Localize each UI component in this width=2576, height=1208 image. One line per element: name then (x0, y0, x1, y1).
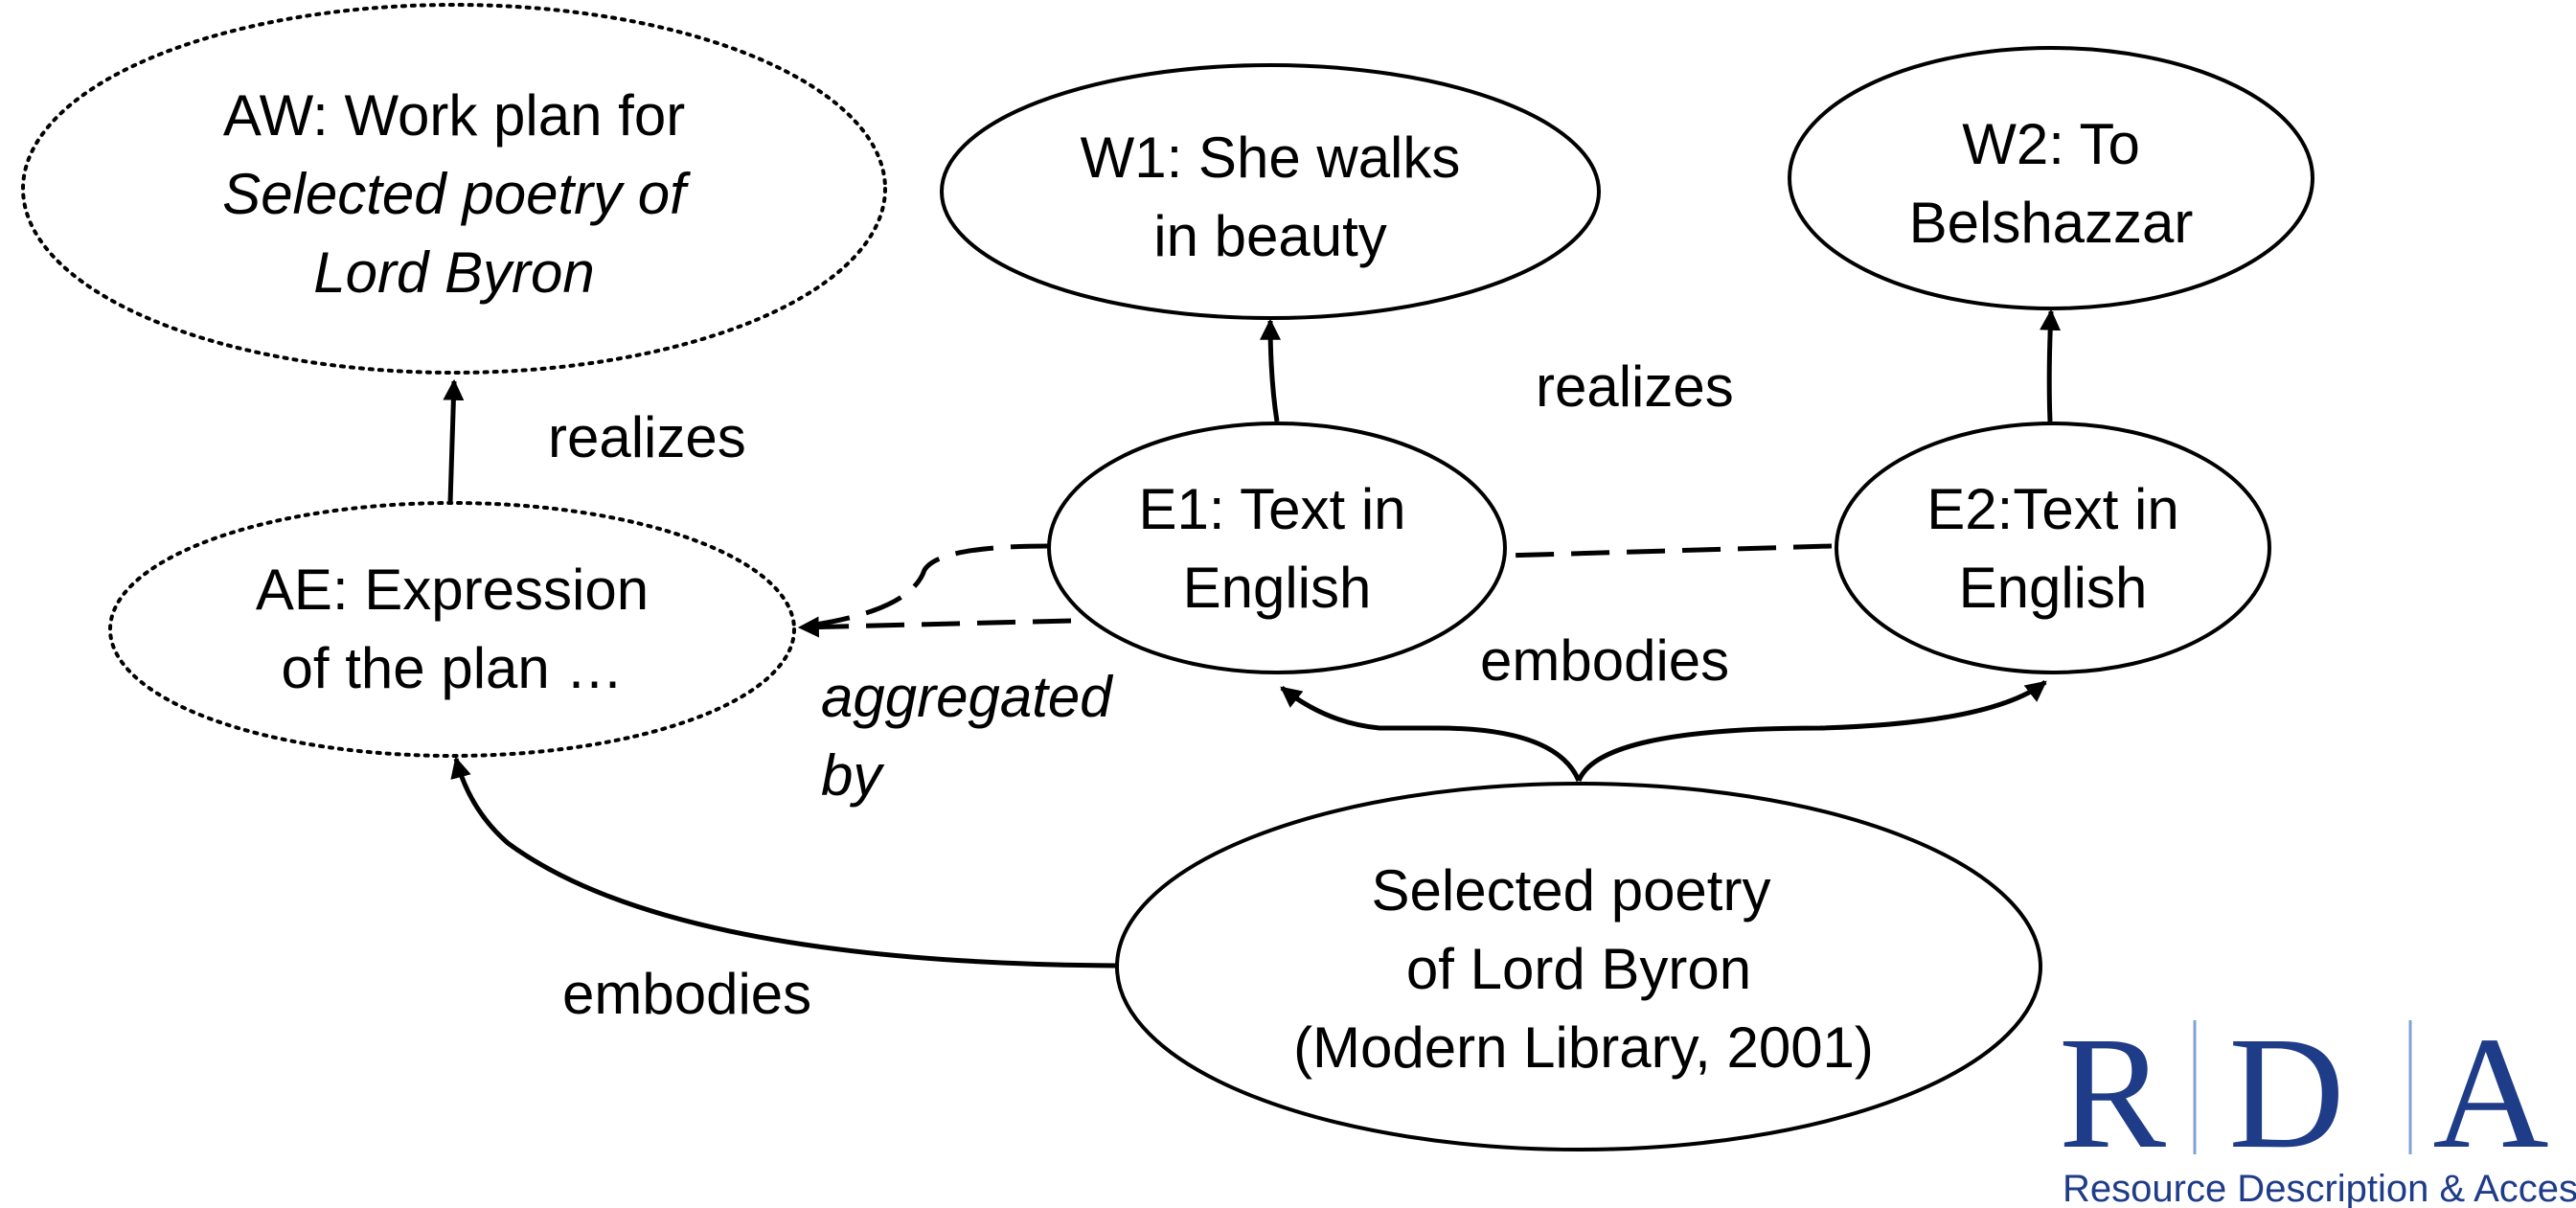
label-aggregated-by-line1: aggregated (821, 665, 1113, 729)
node-ae-line2: of the plan … (282, 636, 624, 700)
edge-manifestation-embodies-e2 (1576, 680, 2047, 783)
node-manifestation-line2: of Lord Byron (1406, 937, 1751, 1001)
rda-letter-d: D (2228, 1004, 2344, 1182)
node-e1: E1: Text in English (1047, 422, 1507, 674)
rda-logo: R D A Resource Description & Access (2059, 1004, 2576, 1208)
node-ae-line1: AE: Expression (256, 558, 649, 622)
node-aw-line3: Lord Byron (313, 240, 595, 305)
node-aw-line1: AW: Work plan for (223, 83, 685, 148)
rda-tagline: Resource Description & Access (2063, 1168, 2576, 1208)
edge-ae-realizes-aw (443, 378, 465, 504)
node-e1-line1: E1: Text in (1138, 477, 1405, 541)
label-aggregated-by-line2: by (821, 743, 885, 808)
node-e2-line1: E2:Text in (1926, 477, 2178, 541)
node-aw-line2: Selected poetry of (222, 162, 691, 226)
node-manifestation: Selected poetry of Lord Byron (Modern Li… (1115, 782, 2042, 1151)
rda-letter-a: A (2432, 1004, 2548, 1182)
edge-manifestation-embodies-ae (450, 756, 1117, 969)
edge-e1-aggregated-by-ae-upper (794, 543, 1050, 630)
node-w2-line1: W2: To (1962, 112, 2140, 176)
label-realizes-w: realizes (1536, 354, 1734, 419)
label-embodies-e: embodies (1480, 628, 1729, 693)
node-w2: W2: To Belshazzar (1788, 46, 2314, 310)
edge-e2-realizes-w2 (2040, 308, 2062, 422)
node-e2-line2: English (1959, 556, 2148, 620)
edge-e2-aggregated-by-ae (1503, 543, 1833, 558)
node-w1-line1: W1: She walks (1081, 125, 1461, 190)
rda-letter-r: R (2059, 1004, 2166, 1182)
edge-manifestation-embodies-e1 (1280, 686, 1582, 783)
node-e1-line2: English (1183, 556, 1372, 620)
node-manifestation-line1: Selected poetry (1372, 858, 1771, 923)
node-w1-line2: in beauty (1153, 204, 1387, 268)
node-w2-line2: Belshazzar (1909, 191, 2194, 255)
node-aw: AW: Work plan for Selected poetry of Lor… (21, 3, 887, 375)
edge-e1-realizes-w1 (1260, 318, 1282, 422)
node-e2: E2:Text in English (1835, 422, 2271, 674)
node-ae: AE: Expression of the plan … (108, 501, 796, 758)
node-w1: W1: She walks in beauty (940, 63, 1601, 320)
label-realizes-aw: realizes (548, 405, 746, 469)
node-manifestation-line3: (Modern Library, 2001) (1293, 1015, 1874, 1080)
edge-e1-aggregated-by-ae-lower (797, 616, 1072, 638)
label-embodies-ae: embodies (562, 962, 811, 1026)
